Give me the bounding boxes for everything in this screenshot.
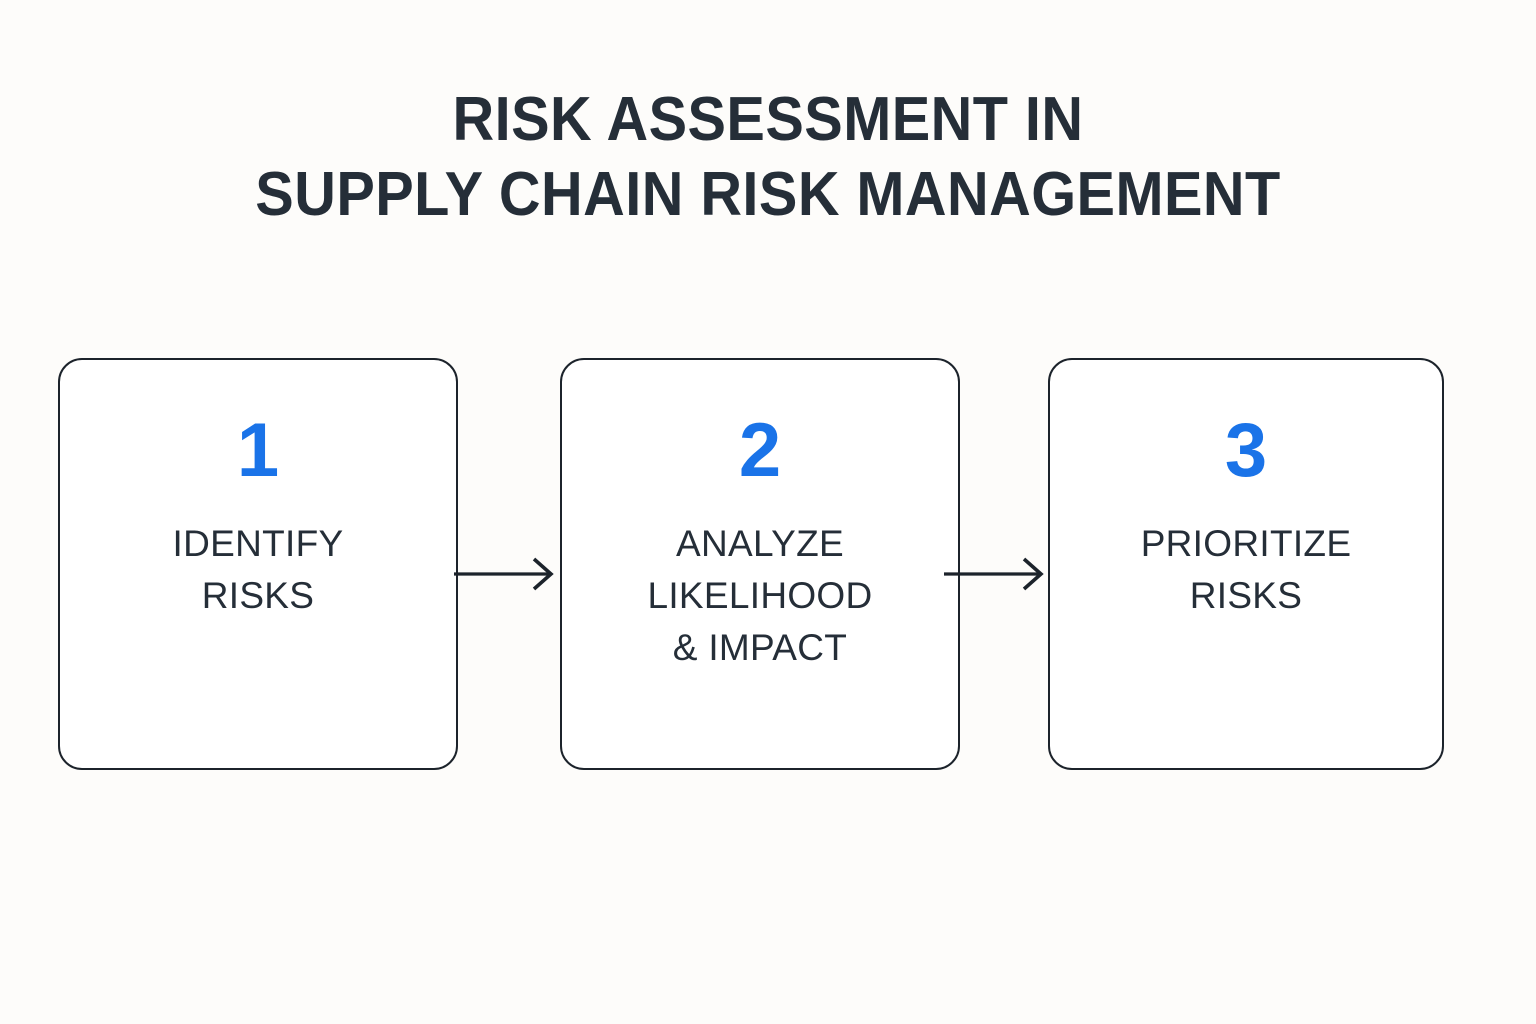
title-line-1: RISK ASSESSMENT IN — [452, 85, 1084, 154]
step-label-3: PRIORITIZE RISKS — [1140, 523, 1352, 616]
page-title: RISK ASSESSMENT IN SUPPLY CHAIN RISK MAN… — [0, 82, 1536, 232]
step-label-1: IDENTIFY RISKS — [172, 523, 344, 616]
step-number-3: 3 — [1224, 408, 1268, 493]
step-label-2: ANALYZE LIKELIHOOD & IMPACT — [647, 523, 873, 668]
process-step-3[interactable]: 3 PRIORITIZE RISKS — [1048, 358, 1444, 770]
title-line-2: SUPPLY CHAIN RISK MANAGEMENT — [255, 160, 1281, 229]
process-step-2[interactable]: 2 ANALYZE LIKELIHOOD & IMPACT — [560, 358, 960, 770]
arrow-right-icon-1 — [454, 554, 562, 594]
process-flow: 1 IDENTIFY RISKS 2 ANALYZE LIKELIHOOD & … — [58, 358, 1444, 770]
arrow-right-icon-2 — [944, 554, 1052, 594]
step-number-2: 2 — [738, 408, 782, 493]
step-number-1: 1 — [236, 408, 280, 493]
process-step-1[interactable]: 1 IDENTIFY RISKS — [58, 358, 458, 770]
